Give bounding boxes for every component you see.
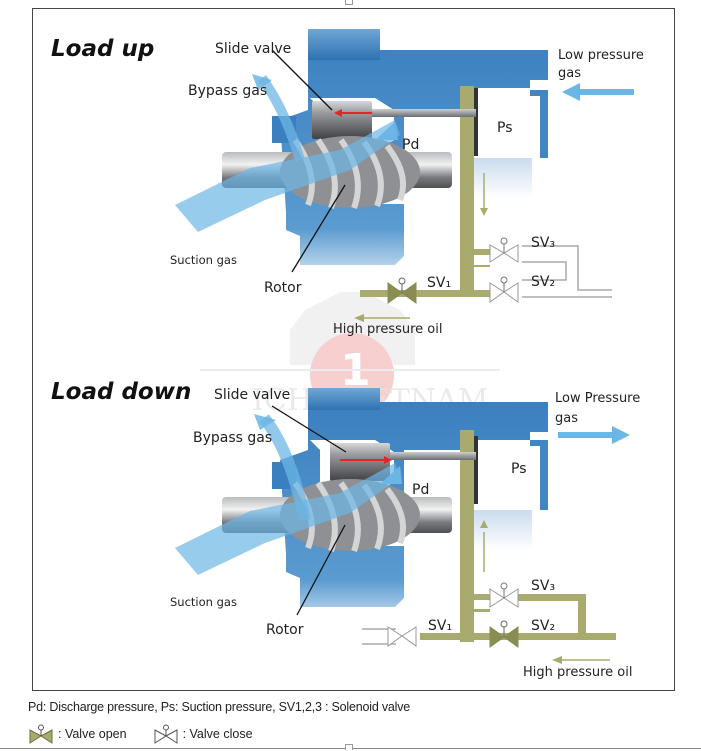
label-low-pressure-gas-1: Low pressure <box>558 48 644 63</box>
slide-valve-leader <box>271 405 347 453</box>
low-pressure-gas-arrow-out <box>558 426 630 444</box>
slide-valve <box>330 443 476 481</box>
label-high-pressure-oil: High pressure oil <box>523 665 632 680</box>
slide-valve <box>312 101 476 139</box>
oil-cylinder-wall <box>460 86 474 296</box>
label-sv1: SV₁ <box>427 275 451 291</box>
slide-direction-arrow <box>384 456 392 464</box>
valve-close-icon <box>154 724 178 744</box>
panel-title: Load up <box>51 36 154 62</box>
label-rotor: Rotor <box>266 622 304 638</box>
slide-direction-arrow <box>334 109 342 117</box>
sv2-valve-close[interactable] <box>489 276 519 303</box>
panel-title: Load down <box>51 379 191 405</box>
label-rotor: Rotor <box>264 280 302 296</box>
bypass-gas-flow <box>257 75 305 162</box>
label-sv2: SV₂ <box>531 618 555 634</box>
top-resize-handle[interactable] <box>345 0 353 5</box>
label-sv2: SV₂ <box>531 274 555 290</box>
label-suction-gas: Suction gas <box>170 595 237 609</box>
panel-load-down: Load down <box>51 379 640 680</box>
legend-item-valve-open: : Valve open <box>28 724 127 744</box>
valve-legend: : Valve open : Valve close <box>28 724 279 744</box>
diagram-frame <box>32 8 675 691</box>
bottom-resize-handle[interactable] <box>345 744 353 750</box>
suction-gas-flow <box>175 120 400 232</box>
sv2-valve-open[interactable] <box>489 620 519 648</box>
label-sv3: SV₃ <box>531 578 555 594</box>
label-low-pressure-gas-2: gas <box>558 66 581 81</box>
sv1-valve-open[interactable] <box>387 277 417 304</box>
legend-label: : Valve open <box>58 727 127 741</box>
label-sv3: SV₃ <box>531 235 555 251</box>
oil-circuit <box>354 173 612 322</box>
caption: Pd: Discharge pressure, Ps: Suction pres… <box>28 700 411 714</box>
label-pd: Pd <box>402 137 419 153</box>
label-low-pressure-gas-2: gas <box>555 411 578 426</box>
low-pressure-gas-arrow-in <box>562 83 634 101</box>
suction-gas-flow <box>175 463 400 575</box>
label-sv1: SV₁ <box>428 618 452 634</box>
label-ps: Ps <box>497 120 513 136</box>
sv3-valve-close[interactable] <box>489 582 519 608</box>
label-bypass-gas: Bypass gas <box>193 430 272 446</box>
label-slide-valve: Slide valve <box>215 41 291 57</box>
label-low-pressure-gas-1: Low Pressure <box>555 391 640 406</box>
rotor <box>280 136 420 210</box>
panel-load-up: Load up <box>51 29 644 337</box>
oil-cylinder-wall <box>460 430 474 642</box>
label-slide-valve: Slide valve <box>214 387 290 403</box>
sv3-valve-close[interactable] <box>489 237 519 263</box>
bypass-gas-flow <box>259 414 311 522</box>
label-suction-gas: Suction gas <box>170 253 237 267</box>
label-ps: Ps <box>511 461 527 477</box>
legend-item-valve-close: : Valve close <box>153 724 253 744</box>
slide-valve-leader <box>271 49 333 111</box>
label-pd: Pd <box>412 482 429 498</box>
rotor-leader <box>296 524 346 616</box>
label-high-pressure-oil: High pressure oil <box>333 322 442 337</box>
valve-open-icon <box>29 724 53 744</box>
sv1-valve-close[interactable] <box>387 626 417 647</box>
legend-label: : Valve close <box>182 727 253 741</box>
rotor-leader <box>291 184 346 273</box>
label-bypass-gas: Bypass gas <box>188 83 267 99</box>
